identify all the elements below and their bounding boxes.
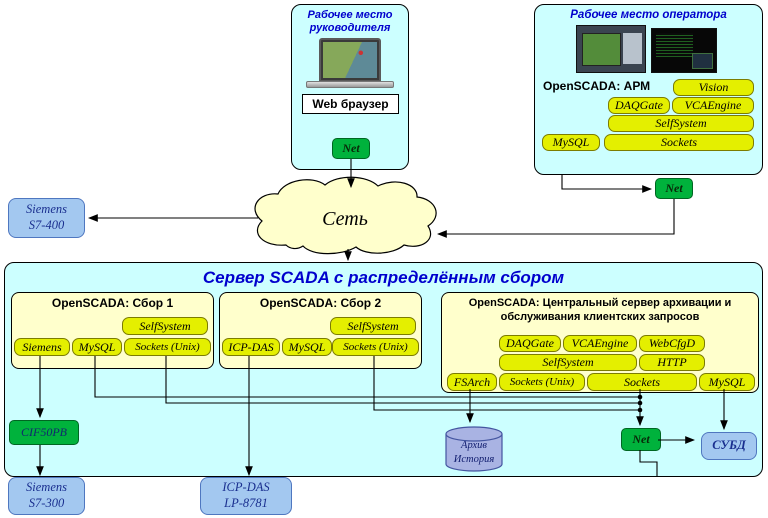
module-fsarch: FSArch bbox=[447, 373, 497, 391]
collector2-box: OpenSCADA: Сбор 2 SelfSystem ICP-DAS MyS… bbox=[219, 292, 422, 369]
module-selfsystem: SelfSystem bbox=[499, 354, 637, 371]
module-vision: Vision bbox=[673, 79, 754, 96]
arrow-operator-net-to-cloud bbox=[436, 199, 675, 238]
module-mysql: MySQL bbox=[542, 134, 600, 151]
screen2-content bbox=[655, 33, 693, 57]
module-vcaengine: VCAEngine bbox=[563, 335, 637, 352]
device-siemens-s7-300: Siemens S7-300 bbox=[8, 477, 85, 515]
laptop-base-icon bbox=[306, 81, 394, 88]
device-subd: СУБД bbox=[701, 432, 757, 460]
collector1-box: OpenSCADA: Сбор 1 SelfSystem Siemens MyS… bbox=[11, 292, 214, 369]
module-icpdas: ICP-DAS bbox=[222, 338, 280, 356]
operator-screen-1 bbox=[576, 25, 646, 73]
server-title: Сервер SCADA с распределённым сбором bbox=[202, 268, 565, 287]
device-siemens-s7-400: Siemens S7-400 bbox=[8, 198, 85, 238]
module-selfsystem: SelfSystem bbox=[122, 317, 208, 335]
module-siemens: Siemens bbox=[14, 338, 70, 356]
archive-cylinder: Архив История bbox=[444, 425, 504, 473]
laptop-image bbox=[292, 38, 408, 88]
module-mysql: MySQL bbox=[699, 373, 755, 391]
module-sockets-unix: Sockets (Unix) bbox=[332, 338, 419, 356]
module-http: HTTP bbox=[639, 354, 705, 371]
module-daqgate: DAQGate bbox=[499, 335, 561, 352]
module-mysql: MySQL bbox=[282, 338, 332, 356]
module-sockets: Sockets bbox=[604, 134, 754, 151]
operator-screen-2 bbox=[651, 28, 717, 73]
operator-title: Рабочее место оператора bbox=[570, 9, 727, 21]
module-sockets-unix: Sockets (Unix) bbox=[499, 373, 585, 391]
collector1-title: OpenSCADA: Сбор 1 bbox=[51, 296, 174, 310]
web-browser-box: Web браузер bbox=[302, 94, 399, 114]
operator-app-title: OpenSCADA: АРМ bbox=[543, 79, 651, 93]
module-selfsystem: SelfSystem bbox=[330, 317, 416, 335]
net-label: Net bbox=[665, 181, 683, 195]
manager-net-box: Net bbox=[332, 138, 370, 159]
central-server-box: OpenSCADA: Центральный сервер архивации … bbox=[441, 292, 759, 393]
module-vcaengine: VCAEngine bbox=[672, 97, 754, 114]
web-browser-label: Web браузер bbox=[312, 97, 389, 111]
laptop-screen-icon bbox=[319, 38, 381, 82]
module-daqgate: DAQGate bbox=[608, 97, 670, 114]
module-mysql: MySQL bbox=[72, 338, 122, 356]
module-sockets-unix: Sockets (Unix) bbox=[124, 338, 211, 356]
collector2-title: OpenSCADA: Сбор 2 bbox=[259, 296, 382, 310]
net-label: Net bbox=[342, 141, 360, 155]
device-icpdas-lp8781: ICP-DAS LP-8781 bbox=[200, 477, 292, 515]
scada-server-box: Сервер SCADA с распределённым сбором Ope… bbox=[4, 262, 763, 477]
manager-title: Рабочее место руководителя bbox=[307, 9, 393, 35]
module-webcfgd: WebCfgD bbox=[639, 335, 705, 352]
module-selfsystem: SelfSystem bbox=[608, 115, 754, 132]
manager-workstation-box: Рабочее место руководителя Web браузер N… bbox=[291, 4, 409, 170]
arrow-operator-to-net bbox=[561, 175, 653, 193]
cylinder-icon bbox=[445, 426, 503, 472]
cloud-label: Сеть bbox=[322, 207, 368, 230]
central-title: OpenSCADA: Центральный сервер архивации … bbox=[468, 297, 732, 324]
operator-net-box: Net bbox=[655, 178, 693, 199]
screen2-panel bbox=[691, 52, 713, 69]
archive-label: Архив История bbox=[453, 439, 495, 465]
operator-workstation-box: Рабочее место оператора OpenSCADA: АРМ V… bbox=[534, 4, 763, 175]
laptop-display-icon bbox=[323, 42, 377, 78]
net-label: Net bbox=[632, 432, 650, 446]
screen1-panel bbox=[623, 32, 643, 65]
server-net-box: Net bbox=[621, 428, 661, 451]
device-cif50pb: CIF50PB bbox=[9, 420, 79, 445]
screen1-content bbox=[582, 32, 622, 67]
module-sockets: Sockets bbox=[587, 373, 697, 391]
